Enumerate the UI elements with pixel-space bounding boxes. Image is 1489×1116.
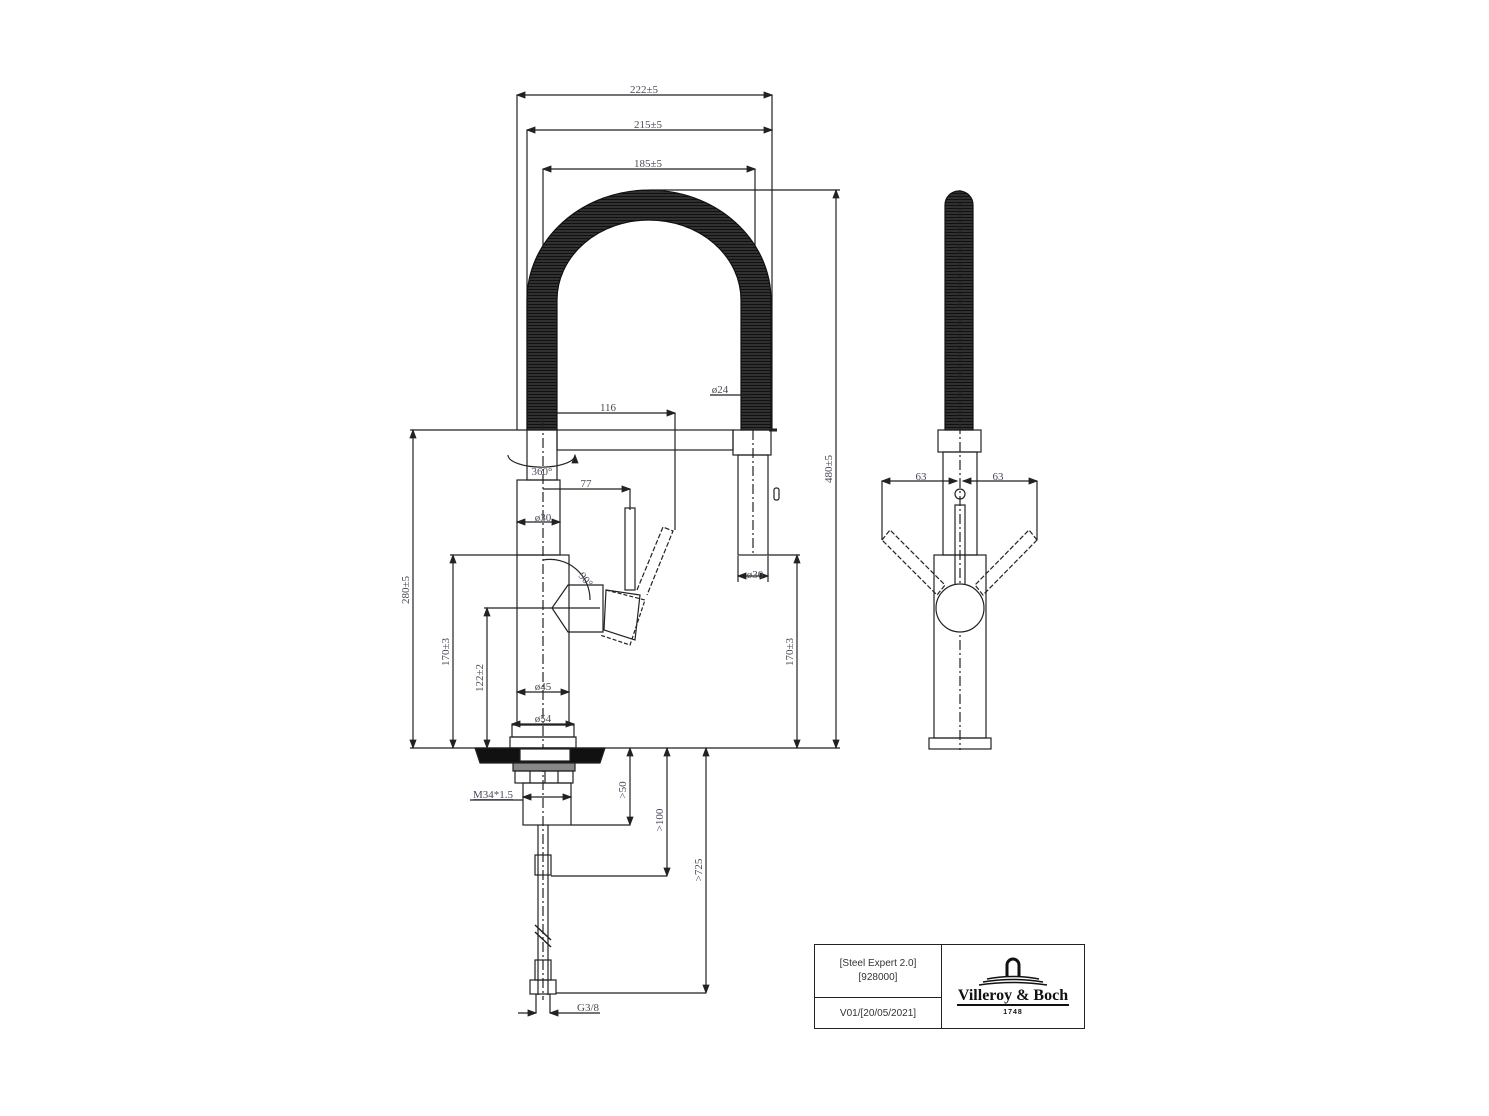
title-block: [Steel Expert 2.0] [928000] V01/[20/05/2… [814,944,1085,1029]
svg-text:ø54: ø54 [535,713,552,725]
svg-text:ø30: ø30 [535,512,552,524]
svg-text:360°: 360° [532,466,553,478]
svg-text:63: 63 [993,471,1005,483]
svg-text:170±3: 170±3 [784,637,796,666]
svg-text:G3/8: G3/8 [577,1002,600,1014]
svg-text:280±5: 280±5 [400,575,412,604]
svg-text:480±5: 480±5 [823,454,835,483]
svg-text:>100: >100 [654,808,666,831]
title-block-info: [Steel Expert 2.0] [928000] V01/[20/05/2… [815,945,942,1028]
side-view [409,91,840,1017]
svg-text:>725: >725 [693,858,705,881]
svg-text:215±5: 215±5 [634,119,663,131]
svg-text:122±2: 122±2 [474,664,486,692]
svg-text:63: 63 [916,471,928,483]
svg-text:116: 116 [600,402,617,414]
svg-text:ø24: ø24 [712,384,729,396]
front-view-labels: 63 63 [916,471,1005,483]
svg-text:77: 77 [581,478,593,490]
product-cell: [Steel Expert 2.0] [928000] [815,945,941,998]
svg-text:222±5: 222±5 [630,84,659,96]
svg-text:>50: >50 [617,781,629,799]
brand-name: Villeroy & Boch [956,987,1070,1006]
version-text: V01/[20/05/2021] [839,1007,917,1019]
brand-year: 1748 [1003,1009,1023,1016]
svg-text:90°: 90° [576,570,595,590]
hose-coil [526,189,772,431]
product-name: [Steel Expert 2.0] [839,958,917,969]
faucet-logo-icon [978,957,1048,986]
svg-text:ø30: ø30 [747,569,764,581]
svg-text:M34*1.5: M34*1.5 [473,789,514,801]
svg-text:185±5: 185±5 [634,158,663,170]
svg-text:ø45: ø45 [535,681,552,693]
version-cell: V01/[20/05/2021] [815,998,941,1028]
front-view [880,190,1039,750]
brand-cell: Villeroy & Boch 1748 [942,945,1084,1028]
product-code: [928000] [858,972,898,983]
svg-text:170±3: 170±3 [440,637,452,666]
